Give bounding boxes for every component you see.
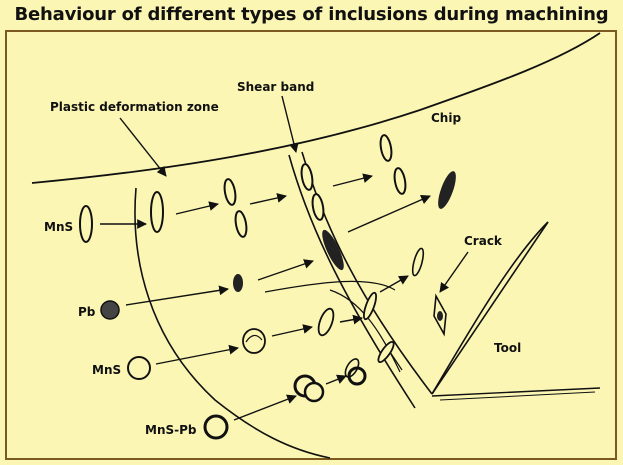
arrow (175, 201, 219, 215)
label-mns-top: MnS (44, 220, 73, 234)
flow-line-2 (329, 289, 401, 373)
chip-outer-boundary (31, 32, 601, 184)
label-tool: Tool (494, 341, 521, 355)
diagram-frame (5, 30, 617, 460)
tool-rake-face (431, 221, 549, 395)
label-plastic-deformation-zone: Plastic deformation zone (50, 100, 219, 114)
crack-inclusion (437, 311, 443, 321)
pb-inclusion-chip (438, 171, 456, 209)
arrow (257, 259, 314, 281)
pb-inclusion-shear (322, 229, 344, 271)
label-mns-bottom: MnS (92, 363, 121, 377)
mns-inclusion-split (234, 210, 248, 238)
mns-pb-inclusion-initial (203, 414, 229, 440)
arrow (379, 275, 409, 293)
mns-deformation-mark (245, 334, 263, 343)
mns-inclusion-round-deformed (242, 328, 266, 354)
label-chip: Chip (431, 111, 461, 125)
arrow (332, 173, 373, 187)
arrow (339, 314, 363, 325)
mns-inclusion-split (223, 178, 237, 206)
tool-flank-face (431, 387, 601, 397)
mns-inclusion-near-tool (377, 341, 395, 363)
arrow (271, 324, 313, 337)
arrow (249, 193, 287, 205)
plastic-zone-boundary (134, 187, 331, 459)
tool-edge-line (439, 391, 596, 401)
mns-inclusion-chip (379, 134, 393, 162)
label-pb: Pb (78, 305, 96, 319)
mns-inclusion-shear (311, 193, 325, 221)
mns-inclusion-round-chip (363, 291, 377, 321)
flow-segment (389, 351, 403, 371)
mns-inclusion-elongated (150, 191, 164, 233)
arrow (155, 344, 239, 365)
chip-underside (431, 221, 549, 395)
diagram-title: Behaviour of different types of inclusio… (14, 4, 609, 25)
arrow (125, 285, 229, 306)
pb-inclusion-initial (100, 300, 120, 320)
arrow (233, 394, 297, 421)
mns-inclusion-round-initial (127, 356, 151, 380)
label-crack: Crack (464, 234, 503, 248)
mns-inclusion-chip (393, 167, 407, 195)
plastic-zone-pointer (119, 117, 167, 177)
crack-pointer (439, 251, 469, 293)
shear-band-pointer (281, 95, 299, 153)
label-shear-band: Shear band (237, 80, 314, 94)
arrow (325, 374, 347, 385)
flow-line-1 (264, 280, 396, 293)
mns-pb-inclusion-shear (344, 358, 360, 378)
crack-cavity (411, 247, 425, 277)
mns-inclusion-round-shear (317, 307, 335, 337)
mns-inclusion-initial (79, 205, 93, 243)
mns-inclusion-shear (300, 163, 314, 191)
mns-pb-inclusion-deformed (303, 381, 325, 403)
arrow (347, 195, 431, 233)
shear-band-line-left (288, 154, 416, 409)
pb-inclusion-deformed (233, 274, 243, 292)
label-mns-pb: MnS-Pb (145, 423, 197, 437)
